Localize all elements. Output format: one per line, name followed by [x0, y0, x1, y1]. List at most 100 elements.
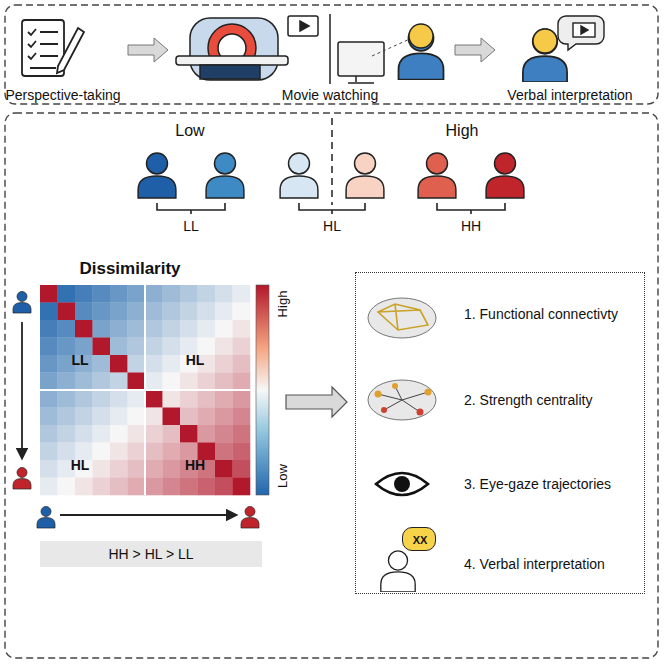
matrix-cell [110, 373, 128, 391]
matrix-cell [128, 285, 146, 303]
matrix-cell [180, 390, 198, 408]
person-icon [280, 153, 318, 198]
matrix-cell [163, 320, 181, 338]
matrix-cell [58, 425, 76, 443]
matrix-cell [180, 478, 198, 496]
matrix-cell [40, 285, 58, 303]
matrix-cell [233, 338, 251, 356]
gaze-line [372, 38, 412, 56]
matrix-cell [198, 373, 216, 391]
flow-arrow [128, 38, 168, 62]
matrix-cell [233, 460, 251, 478]
matrix-cell [58, 373, 76, 391]
matrix-cell [58, 320, 76, 338]
matrix-cell [163, 338, 181, 356]
matrix-cell [215, 478, 233, 496]
matrix-cell [75, 478, 93, 496]
matrix-cell [110, 303, 128, 321]
step-caption: Movie watching [282, 87, 379, 103]
matrix-cell [163, 285, 181, 303]
matrix-cell [180, 408, 198, 426]
person-icon [241, 507, 259, 529]
matrix-cell [233, 285, 251, 303]
measure-item: 1. Functional connectivty [464, 306, 634, 324]
matrix-cell [128, 373, 146, 391]
flow-arrow [455, 38, 495, 62]
matrix-cell [58, 285, 76, 303]
matrix-cell [198, 303, 216, 321]
matrix-cell [145, 373, 163, 391]
matrix-cell [145, 390, 163, 408]
matrix-cell [233, 443, 251, 461]
eye-icon [376, 473, 428, 495]
checklist-icon [22, 20, 84, 76]
measures-box: 1. Functional connectivty2. Strength cen… [355, 272, 645, 594]
matrix-cell [40, 408, 58, 426]
group-label: High [446, 122, 479, 140]
mri-scanner [176, 18, 288, 80]
color-bar-label: Low [275, 464, 290, 488]
matrix-cell [40, 425, 58, 443]
matrix-cell [233, 355, 251, 373]
matrix-cell [75, 303, 93, 321]
edge-layer [286, 387, 347, 417]
matrix-cell [110, 390, 128, 408]
matrix-cell [215, 443, 233, 461]
matrix-cell [93, 390, 111, 408]
matrix-cell [93, 425, 111, 443]
pair-label: HH [461, 218, 481, 234]
matrix-cell [93, 355, 111, 373]
color-bar [256, 285, 269, 495]
axis-arrow [60, 514, 236, 516]
matrix-cell [40, 460, 58, 478]
matrix-cell [128, 320, 146, 338]
matrix-cell [233, 390, 251, 408]
matrix-cell [75, 320, 93, 338]
matrix-cell [128, 390, 146, 408]
viewer-head [409, 24, 433, 48]
matrix-cell [58, 390, 76, 408]
matrix-cell [163, 460, 181, 478]
matrix-cell [110, 355, 128, 373]
matrix-cell [128, 303, 146, 321]
matrix-cell [58, 303, 76, 321]
result-bar: HH > HL > LL [40, 541, 262, 567]
quadrant-line [40, 285, 250, 495]
matrix-cell [215, 303, 233, 321]
matrix-cell [93, 478, 111, 496]
matrix-cell [93, 408, 111, 426]
matrix-cell [163, 390, 181, 408]
matrix-cell [198, 390, 216, 408]
matrix-cell [215, 373, 233, 391]
matrix-cell [163, 373, 181, 391]
divider [329, 14, 331, 84]
pair-bracket [157, 203, 505, 214]
step-caption: Perspective-taking [5, 87, 120, 103]
matrix-cell [215, 390, 233, 408]
matrix-cell [75, 390, 93, 408]
screen-icon [288, 16, 318, 36]
person-icon [37, 507, 55, 529]
matrix-cell [128, 460, 146, 478]
matrix-cell [163, 355, 181, 373]
matrix-cell [145, 338, 163, 356]
matrix-cell [215, 425, 233, 443]
person-icon [13, 468, 31, 490]
quadrant-label: HH [185, 457, 205, 473]
speech-bubble: XX [402, 527, 436, 551]
matrix-cell [145, 460, 163, 478]
matrix-cell [145, 425, 163, 443]
matrix-cell [93, 373, 111, 391]
matrix-cell [40, 338, 58, 356]
speech-bubble [558, 16, 604, 50]
person-icon [206, 153, 244, 198]
node-text: HH > HL > LL [108, 546, 193, 562]
matrix-cell [93, 338, 111, 356]
matrix-cell [75, 425, 93, 443]
matrix-cell [163, 478, 181, 496]
bottom-panel [5, 113, 658, 658]
matrix-cell [93, 443, 111, 461]
matrix-cell [233, 303, 251, 321]
monitor-icon [338, 42, 384, 83]
matrix-cell [145, 443, 163, 461]
